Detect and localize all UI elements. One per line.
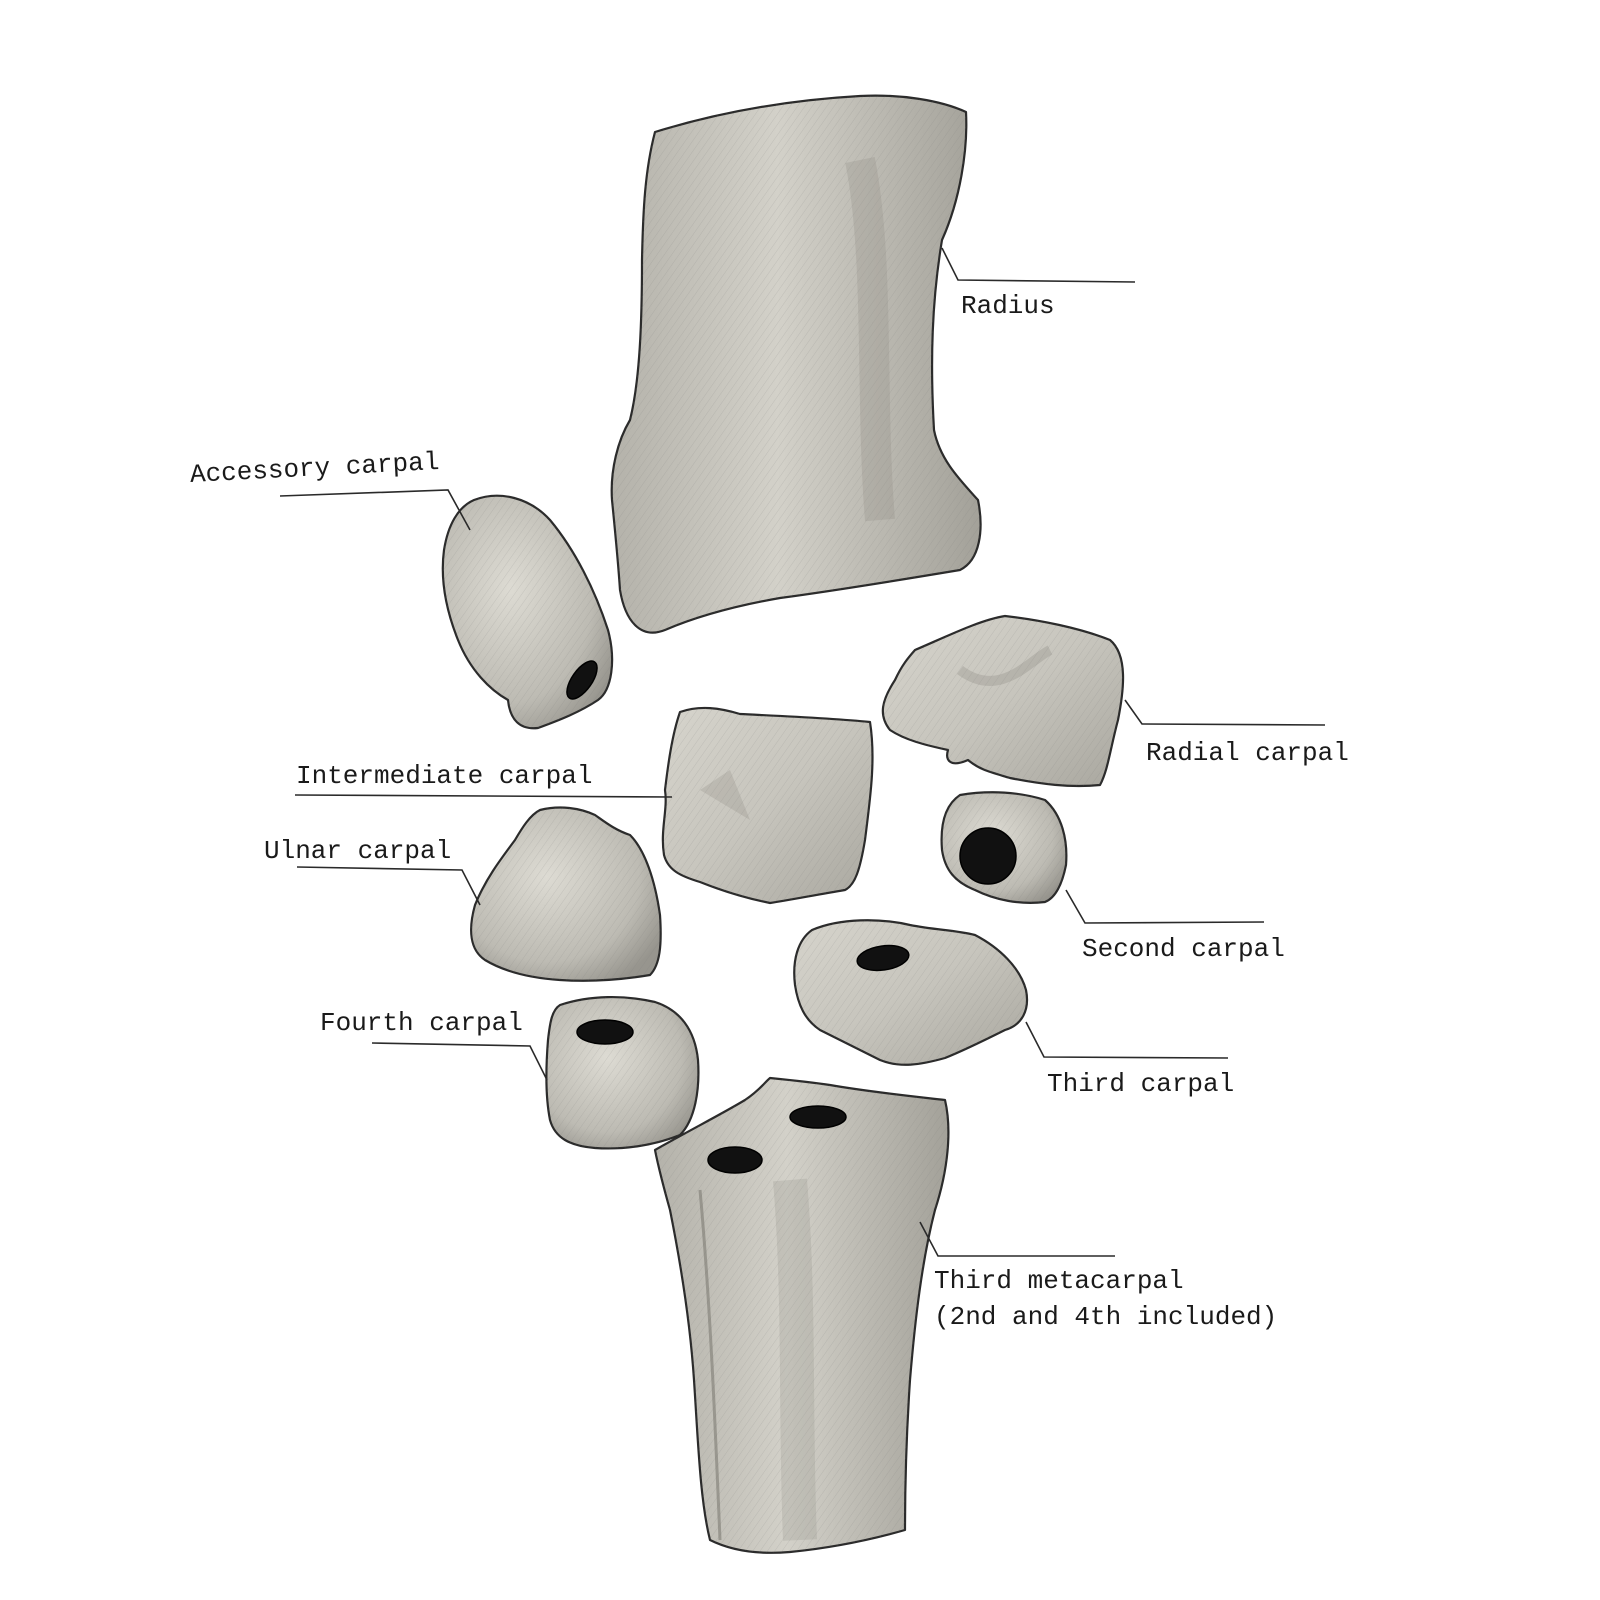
label-second-carpal: Second carpal bbox=[1082, 934, 1285, 964]
radius-leader bbox=[941, 247, 1136, 283]
label-third-carpal: Third carpal bbox=[1047, 1069, 1235, 1099]
radial-carpal-leader bbox=[1124, 699, 1326, 726]
fourth-carpal-foramen bbox=[576, 1019, 634, 1045]
third-metacarpal-leader bbox=[919, 1221, 1115, 1257]
third-carpal-leader bbox=[1025, 1021, 1229, 1059]
metacarpal-foramen-right bbox=[789, 1105, 847, 1129]
label-radial-carpal: Radial carpal bbox=[1146, 738, 1349, 768]
label-third-metacarpal: Third metacarpal bbox=[934, 1266, 1184, 1296]
third-carpal-bone bbox=[793, 919, 1029, 1066]
accessory-carpal-foramen bbox=[566, 660, 598, 700]
radius-bone bbox=[610, 94, 982, 634]
second-carpal-leader bbox=[1065, 889, 1265, 924]
radial-carpal-bone bbox=[881, 614, 1125, 788]
label-fourth-carpal: Fourth carpal bbox=[320, 1008, 523, 1038]
intermediate-carpal-leader bbox=[294, 794, 673, 798]
third-metacarpal-bone bbox=[653, 1076, 950, 1554]
metacarpal-foramen-left bbox=[707, 1146, 763, 1174]
second-carpal-bone bbox=[940, 791, 1068, 904]
fourth-carpal-leader bbox=[371, 1042, 548, 1081]
label-intermediate-carpal: Intermediate carpal bbox=[296, 761, 593, 791]
label-radius: Radius bbox=[961, 291, 1055, 321]
ulnar-carpal-leader bbox=[296, 866, 481, 906]
ulnar-carpal-bone bbox=[470, 806, 662, 982]
accessory-carpal-bone bbox=[441, 494, 614, 730]
fourth-carpal-bone bbox=[545, 996, 700, 1150]
third-carpal-foramen bbox=[856, 944, 910, 972]
accessory-carpal-leader bbox=[279, 489, 471, 531]
label-third-metacarpal-note: (2nd and 4th included) bbox=[934, 1302, 1278, 1332]
label-ulnar-carpal: Ulnar carpal bbox=[264, 836, 452, 866]
intermediate-carpal-bone bbox=[661, 706, 874, 905]
second-carpal-foramen bbox=[959, 827, 1017, 885]
